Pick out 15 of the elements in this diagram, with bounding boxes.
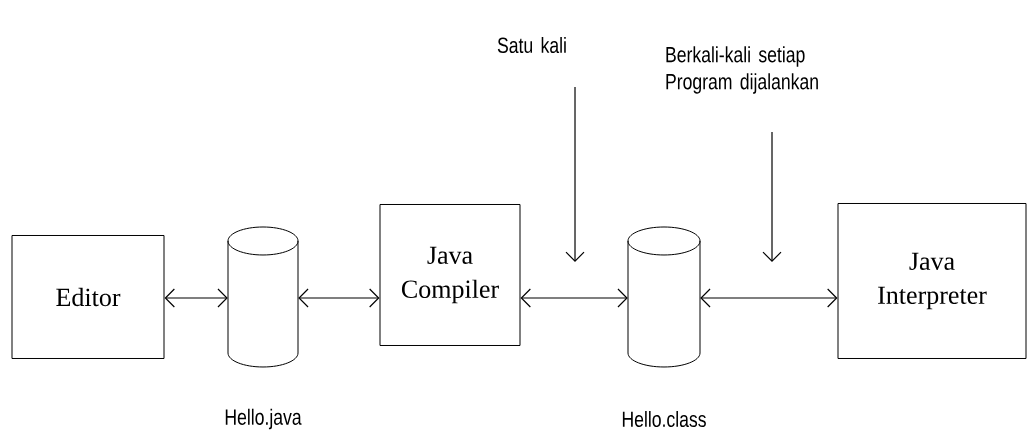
annotation-text: Satu kali	[497, 36, 566, 54]
double-arrow	[700, 288, 838, 308]
process-box: Java Compiler	[379, 204, 521, 346]
double-arrow	[298, 288, 380, 308]
arrow	[762, 131, 782, 262]
file-label: Hello.java	[225, 408, 302, 430]
annotation-text: Berkali-kali setiap Program dijalankan	[666, 46, 818, 94]
file-label: Hello.class	[622, 410, 706, 428]
double-arrow	[520, 288, 628, 308]
process-box: Java Interpreter	[837, 203, 1027, 359]
double-arrow	[164, 288, 228, 308]
process-box: Editor	[11, 235, 165, 359]
cylinder	[227, 226, 299, 368]
cylinder	[627, 226, 701, 368]
arrow	[565, 86, 585, 262]
